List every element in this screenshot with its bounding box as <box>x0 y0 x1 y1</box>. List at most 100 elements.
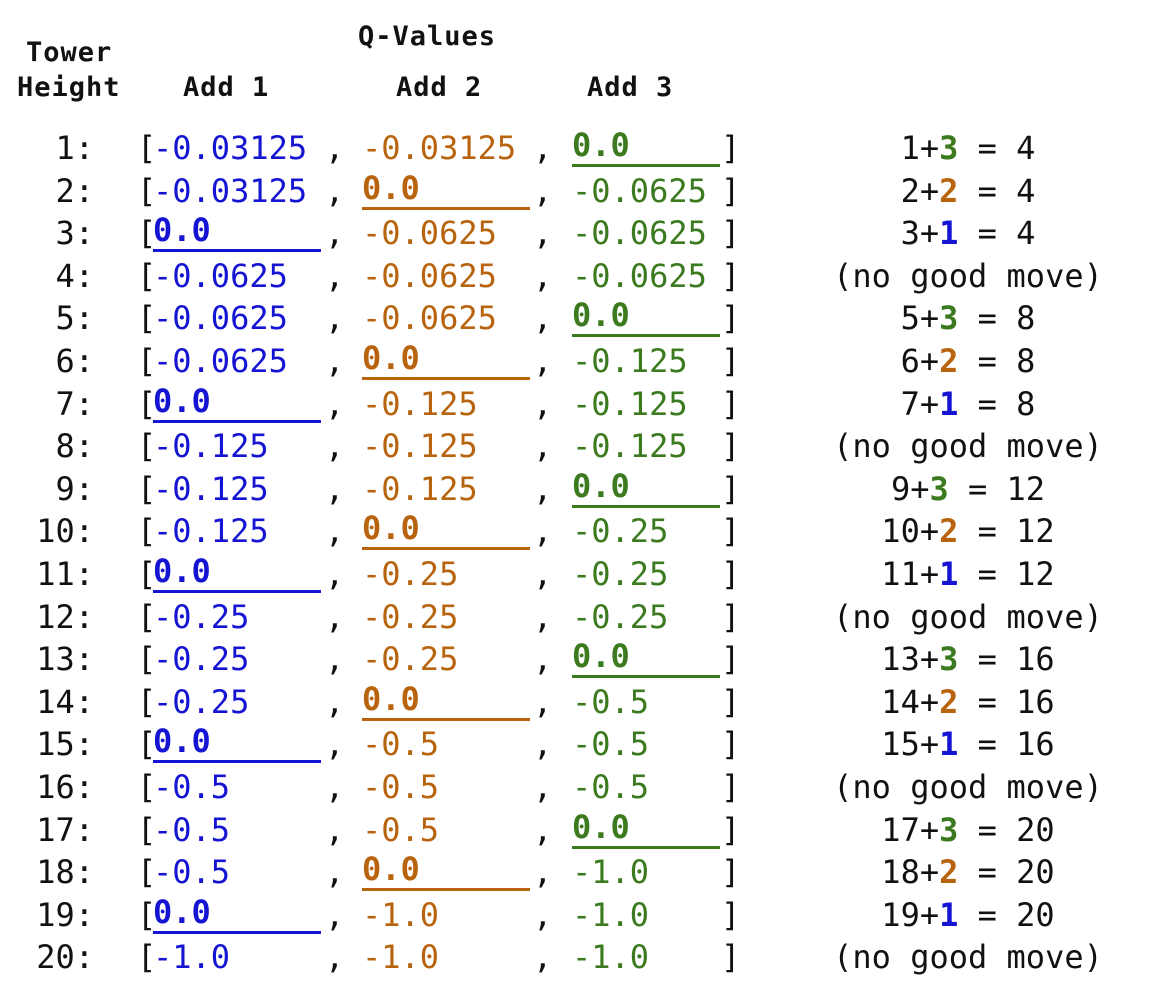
separator-comma: , <box>325 299 345 338</box>
left-bracket: [ <box>137 640 157 679</box>
q-value-add-3: -0.25 <box>572 597 669 636</box>
right-bracket: ] <box>721 810 741 849</box>
separator-comma: , <box>533 171 553 210</box>
q-value-add-3: -0.0625 <box>572 214 707 253</box>
best-move-result: 3+1 = 4 <box>822 212 1114 254</box>
tower-height-label: 14: <box>36 682 94 721</box>
left-bracket: [ <box>137 427 157 466</box>
q-value-add-1: -0.5 <box>153 810 231 849</box>
result-base-height: 19 <box>881 895 920 934</box>
tower-height-label: 15: <box>36 725 94 764</box>
q-value-add-2-best: 0.0 <box>362 170 530 210</box>
q-value-add-2: -0.125 <box>362 427 478 466</box>
table-row: 20:[-1.0-1.0-1.0,,](no good move) <box>0 936 1149 978</box>
plus-sign: + <box>919 384 940 423</box>
q-value-add-1: -0.125 <box>153 469 269 508</box>
result-equals-total: = 16 <box>958 640 1055 679</box>
result-equals-total: = 20 <box>958 895 1055 934</box>
q-value-add-1-best: 0.0 <box>153 212 321 253</box>
tower-height-label: 11: <box>36 555 94 593</box>
left-bracket: [ <box>137 853 157 892</box>
right-bracket: ] <box>721 214 741 253</box>
q-value-add-2: -0.25 <box>362 640 459 679</box>
result-equals-total: = 12 <box>958 555 1055 593</box>
tower-height-label: 19: <box>36 895 94 934</box>
table-row: 8:[-0.125-0.125-0.125,,](no good move) <box>0 425 1149 467</box>
add-2-column-header: Add 2 <box>396 72 483 103</box>
result-base-height: 14 <box>881 682 920 721</box>
best-move-result: (no good move) <box>822 255 1114 297</box>
right-bracket: ] <box>721 384 741 423</box>
tower-height-label: 20: <box>36 938 94 977</box>
best-move-result: 1+3 = 4 <box>822 127 1114 169</box>
q-value-add-1: -0.5 <box>153 853 231 892</box>
result-base-height: 10 <box>881 512 920 551</box>
separator-comma: , <box>533 427 553 466</box>
plus-sign: + <box>919 725 940 764</box>
q-value-add-1-best: 0.0 <box>153 723 321 764</box>
separator-comma: , <box>325 342 345 380</box>
q-value-add-1: -0.0625 <box>153 299 288 338</box>
best-move-result: 2+2 = 4 <box>822 170 1114 212</box>
q-value-add-3: -0.0625 <box>572 171 707 210</box>
result-base-height: 5 <box>900 299 920 338</box>
result-equals-total: = 8 <box>958 299 1036 338</box>
tower-height-label: 18: <box>36 853 94 892</box>
best-move-result: 18+2 = 20 <box>822 851 1114 893</box>
tower-height-label: 17: <box>36 810 94 849</box>
q-value-add-3: -1.0 <box>572 895 650 934</box>
result-added-amount: 1 <box>939 725 959 764</box>
q-value-add-3: -0.125 <box>572 427 688 466</box>
q-value-add-2: -0.5 <box>362 768 440 806</box>
tower-height-label: 10: <box>36 512 94 551</box>
q-value-add-1: -0.03125 <box>153 171 308 210</box>
plus-sign: + <box>919 342 940 380</box>
separator-comma: , <box>533 810 553 849</box>
tower-height-label: 13: <box>36 640 94 679</box>
best-move-result: 5+3 = 8 <box>822 297 1114 339</box>
separator-comma: , <box>533 725 553 764</box>
left-bracket: [ <box>137 214 157 253</box>
right-bracket: ] <box>721 427 741 466</box>
q-value-add-3-best: 0.0 <box>572 297 720 338</box>
best-move-result: 7+1 = 8 <box>822 383 1114 425</box>
result-base-height: 3 <box>900 214 920 253</box>
plus-sign: + <box>910 469 930 508</box>
q-value-add-3: -0.25 <box>572 512 669 551</box>
separator-comma: , <box>325 469 345 508</box>
q-value-add-1: -0.125 <box>153 427 269 466</box>
q-value-add-3: -0.5 <box>572 768 650 806</box>
table-row: 11:[0.0-0.25-0.25,,]11+1 = 12 <box>0 553 1149 595</box>
best-move-result: (no good move) <box>822 766 1114 808</box>
plus-sign: + <box>919 129 940 167</box>
right-bracket: ] <box>721 512 741 551</box>
left-bracket: [ <box>137 895 157 934</box>
left-bracket: [ <box>137 768 157 806</box>
separator-comma: , <box>533 256 553 295</box>
best-move-result: 14+2 = 16 <box>822 681 1114 723</box>
tower-height-label: 3: <box>55 214 94 253</box>
q-value-add-2-best: 0.0 <box>362 851 530 892</box>
separator-comma: , <box>533 640 553 679</box>
separator-comma: , <box>325 214 345 253</box>
q-value-add-2: -0.25 <box>362 597 459 636</box>
separator-comma: , <box>533 597 553 636</box>
plus-sign: + <box>919 214 940 253</box>
right-bracket: ] <box>721 342 741 380</box>
tower-height-label: 1: <box>55 129 94 167</box>
best-move-result: 9+3 = 12 <box>822 468 1114 510</box>
right-bracket: ] <box>721 895 741 934</box>
best-move-result: 11+1 = 12 <box>822 553 1114 595</box>
separator-comma: , <box>533 299 553 338</box>
add-3-column-header: Add 3 <box>587 72 674 103</box>
result-base-height: 7 <box>900 384 920 423</box>
best-move-result: 15+1 = 16 <box>822 723 1114 765</box>
separator-comma: , <box>325 895 345 934</box>
